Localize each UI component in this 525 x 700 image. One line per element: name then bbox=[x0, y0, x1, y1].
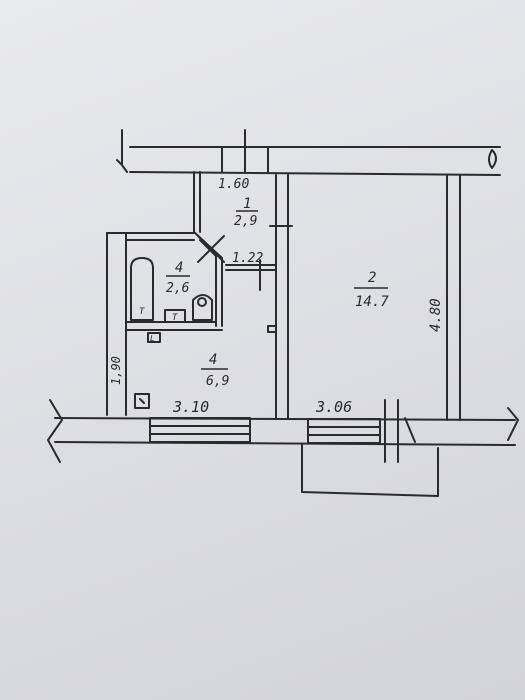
boiler-mark bbox=[139, 398, 145, 404]
room-1-number: 1 bbox=[243, 196, 251, 212]
window-left bbox=[149, 417, 251, 443]
sink-mark: T bbox=[172, 313, 178, 323]
dim-top-width: 1.60 bbox=[218, 177, 249, 192]
toilet bbox=[192, 294, 213, 321]
left-wall bbox=[106, 232, 127, 416]
room-2-number: 2 bbox=[368, 270, 376, 286]
dim-door-width: 1.22 bbox=[232, 251, 263, 266]
balcony bbox=[301, 443, 439, 497]
window-right bbox=[307, 399, 416, 463]
tub-mark: T bbox=[139, 307, 145, 317]
room-hall-number: 4 bbox=[209, 352, 217, 368]
sink bbox=[164, 309, 186, 323]
dim-left-height: 1,90 bbox=[109, 356, 123, 385]
dim-bottom-right: 3.06 bbox=[315, 398, 352, 416]
boiler bbox=[134, 393, 150, 409]
dim-bottom-left: 3.10 bbox=[172, 398, 209, 416]
room-2-area: 14.7 bbox=[355, 294, 389, 310]
room-hall-area: 6,9 bbox=[206, 374, 229, 389]
stove-mark: L bbox=[150, 334, 155, 343]
right-wall bbox=[446, 174, 461, 421]
room-bath-area: 2,6 bbox=[166, 281, 190, 296]
room-bath-number: 4 bbox=[175, 260, 183, 276]
top-wall bbox=[116, 129, 501, 176]
hall-walls bbox=[193, 171, 293, 419]
room-1-area: 2,9 bbox=[234, 214, 257, 229]
dim-right-height: 4.80 bbox=[428, 298, 444, 332]
bathtub bbox=[130, 257, 154, 321]
bottom-wall bbox=[47, 399, 519, 463]
stove bbox=[147, 332, 161, 343]
